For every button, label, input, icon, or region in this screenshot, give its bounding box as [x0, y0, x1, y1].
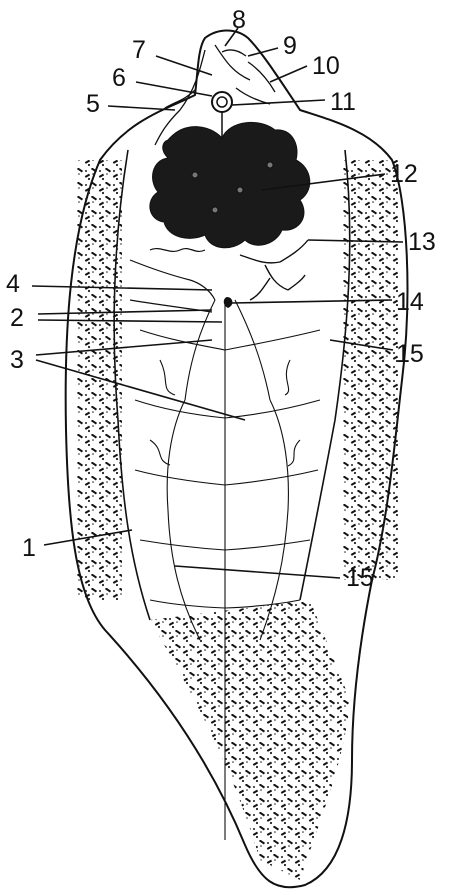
label-6: 6: [112, 64, 126, 92]
label-7: 7: [132, 36, 146, 64]
label-4: 4: [6, 270, 20, 298]
dark-lobed-organ: [150, 122, 310, 247]
branched-structure: [240, 240, 308, 300]
oral-sucker-inner: [217, 97, 227, 107]
label-9: 9: [283, 32, 297, 60]
vitellaria-left: [76, 160, 122, 600]
oral-sucker: [212, 92, 232, 112]
label-12: 12: [390, 160, 418, 188]
leader-7: [156, 56, 212, 75]
label-10: 10: [312, 52, 340, 80]
vitellaria-right: [342, 160, 398, 580]
label-5: 5: [86, 90, 100, 118]
leader-6: [136, 82, 212, 96]
leader-2b: [38, 320, 222, 322]
label-11: 11: [330, 88, 356, 116]
label-2: 2: [10, 304, 24, 332]
label-3: 3: [10, 346, 24, 374]
leader-3b: [36, 360, 245, 420]
label-15-bottom: 15: [346, 564, 374, 592]
label-1: 1: [22, 534, 36, 562]
label-14: 14: [396, 288, 424, 316]
label-15-top: 15: [396, 340, 424, 368]
leader-2a: [38, 310, 212, 314]
leader-15b: [175, 566, 340, 578]
uterine-loops: [130, 249, 215, 312]
vitellaria-tail: [150, 600, 350, 880]
label-13: 13: [408, 228, 436, 256]
leader-11: [232, 100, 325, 105]
leader-3a: [36, 340, 212, 355]
label-8: 8: [232, 6, 246, 34]
